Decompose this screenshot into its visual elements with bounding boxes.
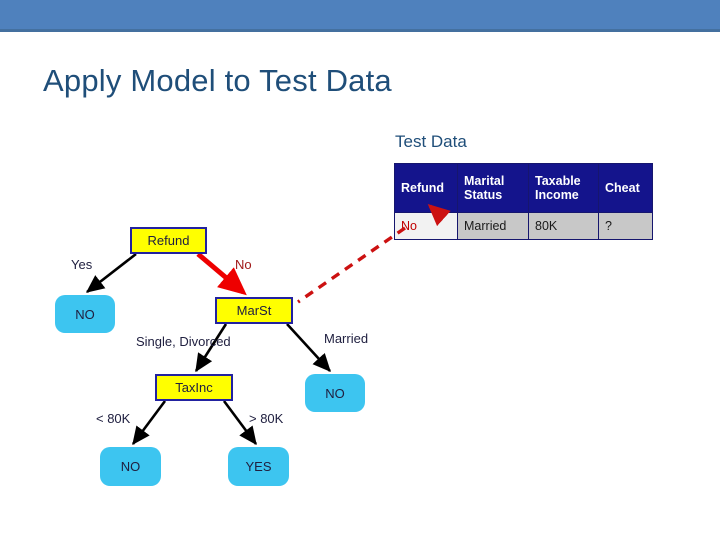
edge-label-yes: Yes bbox=[71, 257, 93, 272]
tree-node-refund[interactable]: Refund bbox=[130, 227, 207, 254]
tree-leaf-no-low-income[interactable]: NO bbox=[100, 447, 161, 486]
column-header-marital-status: Marital Status bbox=[457, 163, 529, 213]
column-header-cheat: Cheat bbox=[598, 163, 653, 213]
test-data-caption: Test Data bbox=[395, 132, 467, 151]
tree-leaf-yes-high-income[interactable]: YES bbox=[228, 447, 289, 486]
slide-header-bar bbox=[0, 0, 720, 29]
table-header-row: Refund Marital Status Taxable Income Che… bbox=[394, 163, 653, 213]
edge-taxinc-lt80k bbox=[131, 400, 167, 446]
tree-node-marst[interactable]: MarSt bbox=[215, 297, 293, 324]
slide-header-rule bbox=[0, 29, 720, 32]
edge-label-greater-than-80k: > 80K bbox=[249, 411, 284, 426]
edge-label-less-than-80k: < 80K bbox=[96, 411, 131, 426]
page-title: Apply Model to Test Data bbox=[43, 63, 392, 98]
trace-line-record-to-marst bbox=[297, 226, 406, 304]
column-header-marital-line2: Status bbox=[464, 188, 503, 202]
column-header-cheat-line1: Cheat bbox=[605, 181, 640, 195]
cell-cheat: ? bbox=[598, 212, 653, 240]
column-header-refund: Refund bbox=[394, 163, 458, 213]
edge-label-single-divorced: Single, Divorced bbox=[136, 334, 231, 349]
test-data-table: Refund Marital Status Taxable Income Che… bbox=[394, 163, 653, 240]
column-header-income-line1: Taxable bbox=[535, 174, 581, 188]
edge-label-married: Married bbox=[324, 331, 369, 346]
cell-refund: No bbox=[394, 212, 458, 240]
column-header-refund-line1: Refund bbox=[401, 181, 445, 195]
column-header-income-line2: Income bbox=[535, 188, 579, 202]
table-row: No Married 80K ? bbox=[394, 212, 653, 240]
tree-leaf-no-married[interactable]: NO bbox=[305, 374, 365, 412]
cell-marital-status: Married bbox=[457, 212, 529, 240]
tree-leaf-no-refund-yes[interactable]: NO bbox=[55, 295, 115, 333]
cell-taxable-income: 80K bbox=[528, 212, 599, 240]
tree-node-taxinc[interactable]: TaxInc bbox=[155, 374, 233, 401]
edge-refund-yes bbox=[85, 252, 137, 294]
column-header-marital-line1: Marital bbox=[464, 174, 505, 188]
column-header-taxable-income: Taxable Income bbox=[528, 163, 599, 213]
edge-label-no: No bbox=[235, 257, 252, 272]
